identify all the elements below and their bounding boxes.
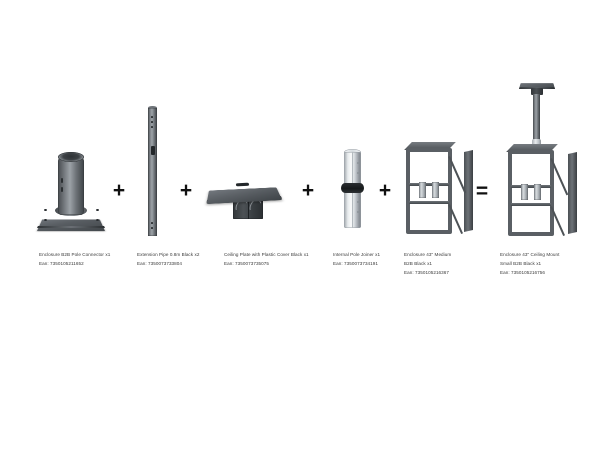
connector-tube bbox=[58, 157, 84, 215]
frame-rail-upper bbox=[409, 183, 449, 186]
caption-title: Extension Pipe 0.8m Black x2 bbox=[137, 252, 200, 257]
plate-screw bbox=[44, 209, 47, 211]
caption-assembled-unit: Enclosure 43" Ceiling Mount Small B2B Bl… bbox=[500, 251, 559, 278]
plastic-cover-box bbox=[233, 195, 263, 219]
frame-mount-bar bbox=[534, 184, 541, 200]
caption-ean: Ean: 7350073733804 bbox=[137, 260, 183, 266]
caption-extension-pipe: Extension Pipe 0.8m Black x2 Ean: 735007… bbox=[137, 251, 199, 269]
pipe-hole bbox=[151, 227, 153, 229]
joiner-body bbox=[344, 152, 361, 228]
operator-plus-4: + bbox=[378, 179, 392, 202]
frame-mount-bar bbox=[419, 182, 426, 198]
pipe-slot bbox=[150, 146, 155, 155]
caption-title-line2: Small B2B Black x1 bbox=[500, 260, 542, 266]
assembled-pole bbox=[533, 94, 540, 150]
ceiling-plate-edge bbox=[206, 196, 283, 204]
operator-plus-2: + bbox=[179, 179, 193, 202]
joiner-hole bbox=[357, 172, 359, 174]
frame-rail-lower bbox=[409, 201, 449, 204]
cover-detail-left bbox=[233, 197, 250, 216]
ceiling-plate-notch bbox=[235, 182, 250, 187]
caption-ceiling-plate: Ceiling Plate with Plastic Cover Black x… bbox=[224, 251, 309, 269]
caption-title: Ceiling Plate with Plastic Cover Black x… bbox=[224, 252, 309, 257]
assembled-cover-box bbox=[531, 88, 543, 95]
caption-ean: Ean: 7350105216756 bbox=[500, 269, 546, 275]
frame-mount-bar bbox=[521, 184, 528, 200]
pipe-hole bbox=[151, 121, 153, 123]
caption-ean: Ean: 7350105211652 bbox=[39, 260, 84, 266]
caption-ean: Ean: 7350073735075 bbox=[224, 260, 270, 266]
caption-title-line2: B2B Black x1 bbox=[404, 260, 433, 266]
assembled-ceiling-plate bbox=[519, 83, 555, 89]
tube-fixing-hole bbox=[61, 178, 63, 183]
ceiling-plate-surface bbox=[206, 187, 283, 205]
caption-title-line1: Enclosure 43" Medium bbox=[404, 252, 452, 257]
plate-screw bbox=[96, 209, 99, 211]
connector-tube-opening bbox=[58, 152, 84, 162]
plate-screw bbox=[44, 219, 47, 221]
joiner-seam bbox=[352, 152, 353, 228]
caption-title: Enclosure B2B Pole Connector x1 bbox=[39, 252, 111, 257]
joiner-hole bbox=[357, 201, 359, 203]
pipe-top-cap bbox=[148, 106, 157, 109]
pipe-hole bbox=[151, 116, 153, 118]
joiner-rubber-band bbox=[341, 183, 364, 193]
base-plate-edge bbox=[37, 225, 105, 228]
tube-collar bbox=[55, 205, 87, 216]
caption-ean: Ean: 7350073734191 bbox=[333, 260, 379, 266]
cover-detail-right bbox=[247, 197, 264, 216]
frame-outer-border bbox=[508, 150, 554, 236]
frame-right-face bbox=[568, 151, 577, 235]
frame-rail-upper bbox=[511, 185, 551, 188]
assembled-enclosure-frame bbox=[506, 144, 577, 242]
base-plate bbox=[37, 219, 105, 231]
operator-equals: = bbox=[475, 180, 489, 203]
plate-screw bbox=[96, 219, 99, 221]
joiner-top-opening bbox=[344, 149, 361, 156]
pipe-body bbox=[148, 108, 157, 236]
frame-rail-lower bbox=[511, 203, 551, 206]
cover-split-line bbox=[247, 195, 249, 219]
caption-pole-connector: Enclosure B2B Pole Connector x1 Ean: 735… bbox=[39, 251, 110, 269]
operator-plus-3: + bbox=[301, 179, 315, 202]
pipe-hole bbox=[151, 222, 153, 224]
assembled-ceiling-plate-edge bbox=[519, 87, 555, 89]
caption-enclosure-frame: Enclosure 43" Medium B2B Black x1 Ean: 7… bbox=[404, 251, 451, 278]
pipe-hole bbox=[151, 126, 153, 128]
caption-pole-joiner: Internal Pole Joiner x1 Ean: 73500737341… bbox=[333, 251, 380, 269]
frame-outer-border bbox=[406, 148, 452, 234]
joiner-hole bbox=[357, 162, 359, 164]
tube-fixing-hole bbox=[61, 187, 63, 192]
frame-mount-bar bbox=[432, 182, 439, 198]
caption-title-line1: Enclosure 43" Ceiling Mount bbox=[500, 252, 560, 257]
joiner-hole bbox=[357, 211, 359, 213]
caption-title: Internal Pole Joiner x1 bbox=[333, 252, 381, 257]
caption-ean: Ean: 7350105216367 bbox=[404, 269, 450, 275]
product-image-enclosure-frame bbox=[404, 142, 473, 240]
operator-plus-1: + bbox=[112, 179, 126, 202]
